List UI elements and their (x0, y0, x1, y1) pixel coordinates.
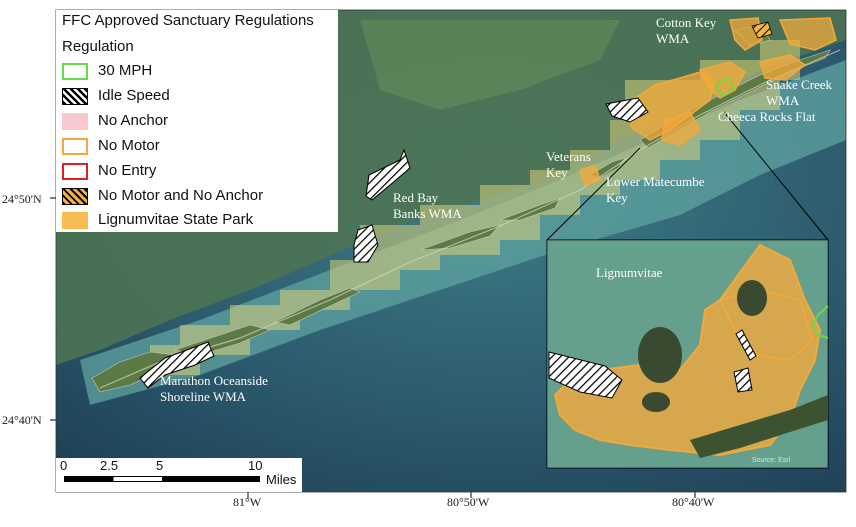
inset-idle-speed-channel (735, 329, 757, 361)
legend-label: No Anchor (98, 112, 169, 129)
inset-leader-right (723, 111, 829, 241)
label-cheeca-rocks: Cheeca Rocks Flat (718, 109, 816, 124)
map-frame (55, 9, 847, 493)
scale-tick-2-5: 2.5 (100, 458, 119, 473)
axis-labels: 24°50'N 24°40'N 81°W 80°50'W 80°40'W (2, 192, 715, 509)
lon-label-1: 81°W (233, 495, 262, 509)
legend-item-no-anchor: No Anchor (62, 112, 342, 134)
legend-label: No Motor and No Anchor (98, 187, 264, 204)
legend-item-no-motor-no-anchor: No Motor and No Anchor (62, 187, 342, 209)
swatch-no-motor-no-anchor (62, 188, 88, 205)
inset-island-3 (642, 392, 670, 412)
scale-bar-graphic (64, 476, 260, 482)
legend-subtitle: Regulation (62, 38, 134, 55)
scale-tick-0: 0 (60, 458, 68, 473)
swatch-no-motor (62, 138, 88, 155)
swatch-30mph (62, 63, 88, 80)
legend-item-no-motor: No Motor (62, 137, 342, 159)
swatch-no-anchor (62, 113, 88, 130)
inset-island-2 (737, 280, 767, 316)
inset-idle-speed-small (733, 367, 753, 393)
swatch-idle-speed (62, 88, 88, 105)
no-motor-no-anchor-zone (751, 21, 773, 39)
legend-title: FFC Approved Sanctuary Regulations (62, 12, 314, 29)
legend-item-state-park: Lignumvitae State Park (62, 211, 342, 233)
lat-label-2: 24°40'N (2, 413, 42, 427)
lat-label-1: 24°50'N (2, 192, 42, 206)
overseas-highway (99, 49, 841, 389)
inset-thirty-mph (810, 305, 829, 339)
legend-label: 30 MPH (98, 62, 153, 79)
inset-key-land (690, 395, 828, 458)
idle-speed-zones (139, 97, 649, 389)
legend-label: Idle Speed (98, 87, 170, 104)
inset-idle-speed-large (548, 351, 623, 399)
axis-ticks (50, 197, 696, 498)
no-motor-zones (579, 17, 837, 186)
thirty-mph-zone (713, 76, 736, 98)
legend-item-30mph: 30 MPH (62, 62, 342, 84)
inset-credit: Source: Esri (752, 457, 791, 464)
legend-label: No Entry (98, 162, 157, 179)
swatch-state-park (62, 212, 88, 229)
scale-tick-5: 5 (156, 458, 164, 473)
label-lignumvitae: Lignumvitae (596, 265, 663, 280)
scale-tick-10: 10 (248, 458, 263, 473)
legend-label: No Motor (98, 137, 160, 154)
legend-item-no-entry: No Entry (62, 162, 342, 184)
inset-island-1 (638, 327, 682, 383)
swatch-no-entry (62, 163, 88, 180)
scale-unit: Miles (266, 472, 297, 487)
inset-leader-left (546, 147, 641, 241)
legend-item-idle-speed: Idle Speed (62, 87, 342, 109)
lon-label-2: 80°50'W (447, 495, 490, 509)
legend: FFC Approved Sanctuary Regulations Regul… (56, 10, 338, 232)
scale-bar: 0 2.5 5 10 Miles (56, 458, 302, 492)
florida-bay-light (360, 20, 620, 110)
inset-map: Source: Esri (546, 239, 829, 469)
lon-label-3: 80°40'W (672, 495, 715, 509)
legend-label: Lignumvitae State Park (98, 211, 254, 228)
